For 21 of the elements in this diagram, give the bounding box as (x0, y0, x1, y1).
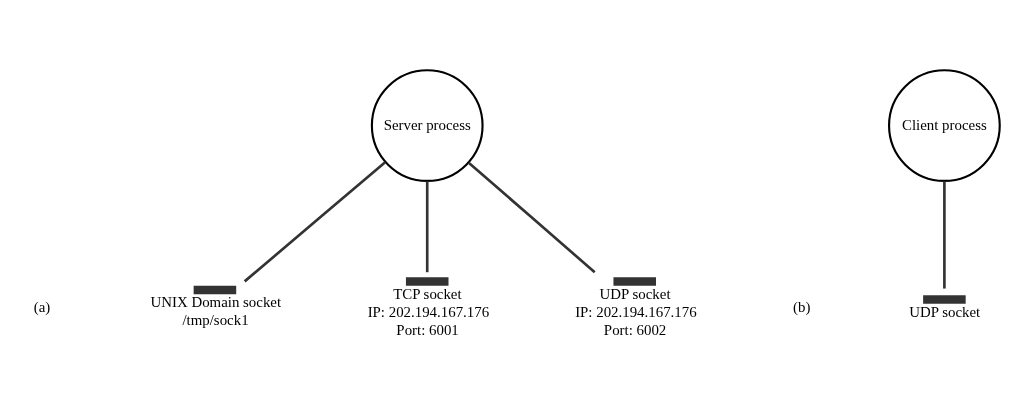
connector (943, 181, 946, 289)
node-circle: Server process (370, 69, 484, 182)
node-label: /tmp/sock1 (182, 312, 249, 329)
node-label: TCP socket (393, 285, 462, 302)
connector (467, 161, 596, 274)
connector (425, 181, 429, 273)
connector (243, 161, 387, 283)
node-label: IP: 202.194.167.176 (367, 303, 490, 320)
node-label: UNIX Domain socket (150, 294, 282, 311)
node-label: Port: 6002 (603, 321, 667, 338)
node-box (405, 277, 449, 286)
node-circle: Client process (888, 69, 1001, 182)
node-label: UDP socket (909, 303, 981, 320)
label: (a) (33, 299, 51, 316)
node-box (613, 277, 656, 286)
node-label: IP: 202.194.167.176 (575, 303, 697, 320)
node-box (923, 295, 966, 304)
node-label: UDP socket (599, 285, 671, 302)
node-box (193, 285, 237, 295)
label: (b) (793, 299, 811, 316)
node-label: Port: 6001 (396, 321, 459, 338)
